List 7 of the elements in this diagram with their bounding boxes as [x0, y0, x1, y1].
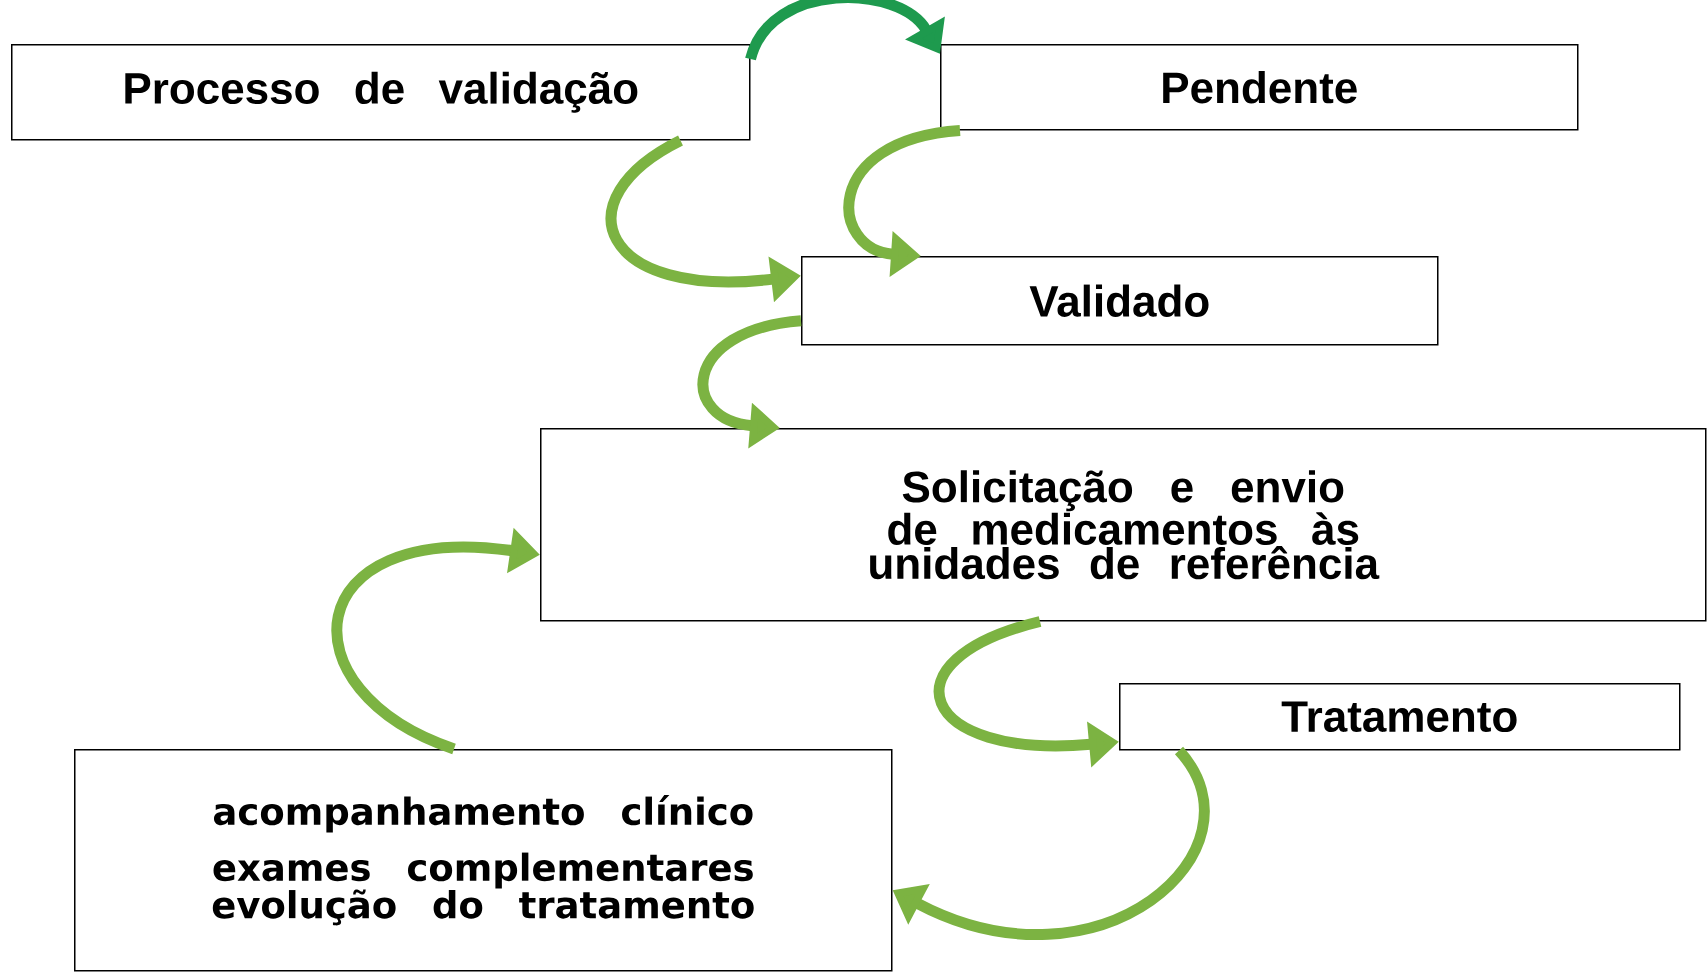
process-box: Tratamento	[1119, 683, 1681, 751]
process-box: Validado	[801, 256, 1439, 346]
process-box: acompanhamento clínico exames complementares evolução do tratamento	[74, 749, 893, 972]
process-box: Processo de validação	[11, 44, 751, 141]
process-box: Solicitação e envio de medicamentos às unidades de referência	[540, 428, 1707, 622]
process-box: Pendente	[940, 44, 1579, 131]
curved-arrow	[745, 0, 945, 61]
